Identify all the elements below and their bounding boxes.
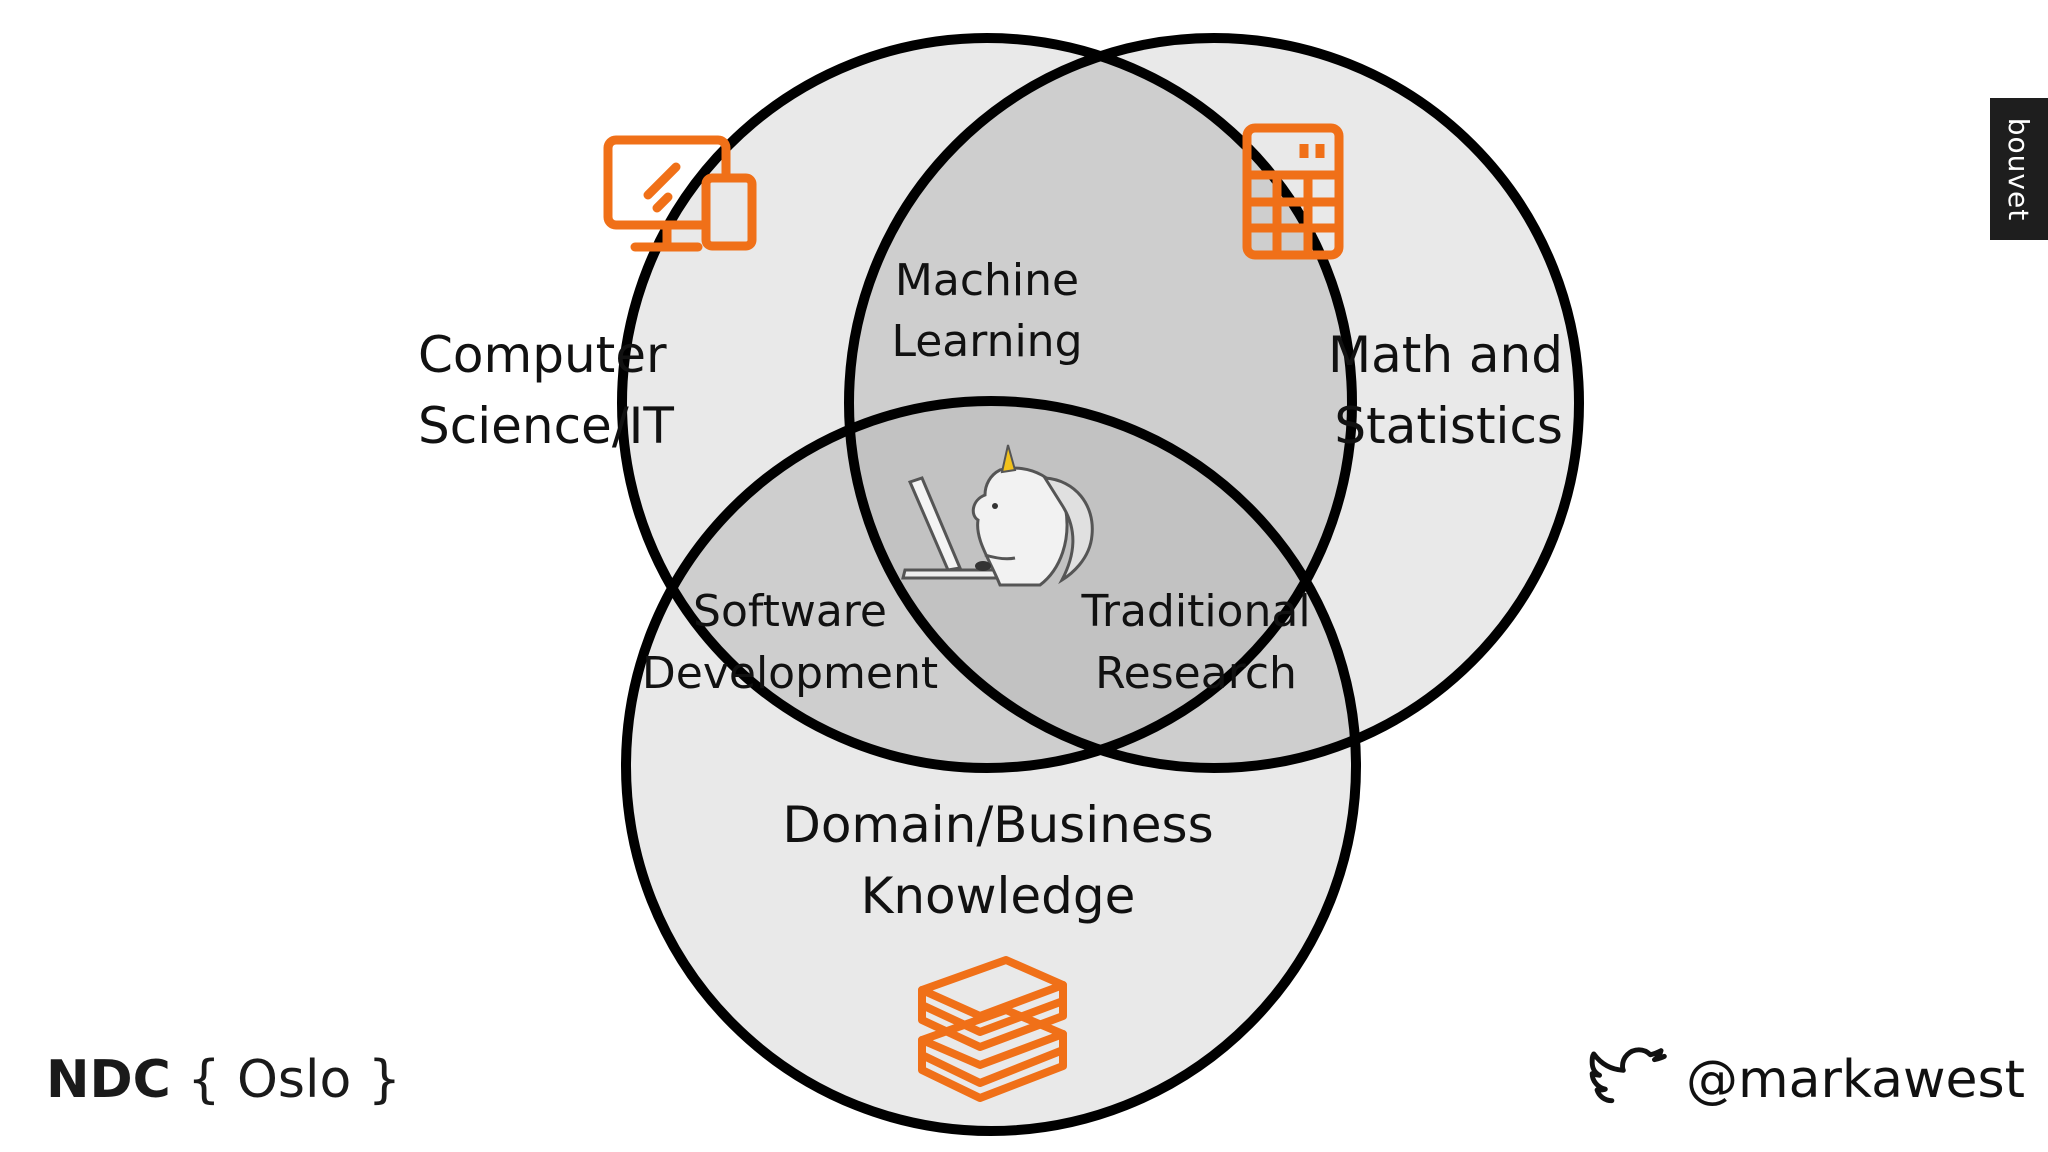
monitor-devices-icon xyxy=(603,135,757,252)
label-sd-line1: Software xyxy=(693,586,887,637)
label-tr-line2: Research xyxy=(1095,648,1297,699)
circle-outline-math xyxy=(844,33,1584,773)
label-math-line1: Math and xyxy=(1328,326,1563,384)
label-sd-line2: Development xyxy=(642,648,938,699)
label-ml-line2: Learning xyxy=(891,316,1082,367)
conference-logo-rest: { Oslo } xyxy=(170,1050,401,1110)
circle-outline-domain xyxy=(621,396,1361,1136)
twitter-handle-text: @markawest xyxy=(1686,1050,2025,1110)
conference-logo: NDC { Oslo } xyxy=(46,1050,401,1110)
twitter-handle: @markawest xyxy=(1588,1040,2025,1120)
label-tr-line1: Traditional xyxy=(1080,586,1310,637)
label-ml-line1: Machine xyxy=(895,255,1079,306)
conference-logo-bold: NDC xyxy=(46,1050,171,1110)
label-cs-line1: Computer xyxy=(418,326,667,384)
brand-logo-text: bouvet xyxy=(2002,117,2036,221)
label-cs-line2: Science/IT xyxy=(418,397,674,455)
twitter-bird-icon xyxy=(1589,1047,1667,1104)
calculator-icon xyxy=(1242,123,1344,260)
circle-outline-cs xyxy=(617,33,1357,773)
label-domain-line1: Domain/Business xyxy=(782,796,1213,854)
books-icon xyxy=(918,956,1067,1102)
brand-tab: bouvet xyxy=(1990,98,2048,240)
unicorn-at-computer-icon xyxy=(901,444,1094,587)
label-math-line2: Statistics xyxy=(1334,397,1563,455)
label-domain-line2: Knowledge xyxy=(861,867,1136,925)
